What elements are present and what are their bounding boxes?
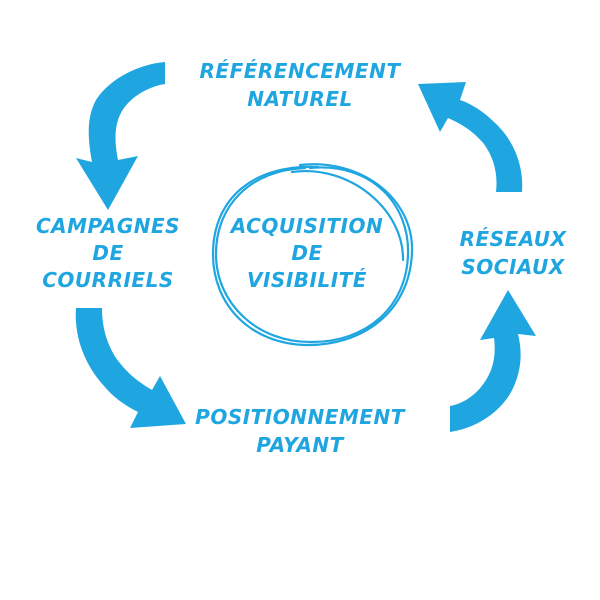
center-label-line-3: VISIBILITÉ (247, 268, 367, 292)
node-right-line-1: RÉSEAUX (460, 227, 568, 251)
center-circle (211, 163, 414, 347)
node-left-line-1: CAMPAGNES (36, 214, 180, 238)
node-left-line-3: COURRIELS (42, 268, 173, 292)
node-top-line-2: NATUREL (247, 87, 353, 111)
node-campagnes-de-courriels: CAMPAGNES DE COURRIELS (36, 214, 180, 292)
arrow-left-to-bottom-icon (75, 308, 186, 428)
node-referencement-naturel: RÉFÉRENCEMENT NATUREL (200, 59, 402, 111)
node-left-line-2: DE (92, 241, 123, 265)
node-bottom-line-2: PAYANT (256, 433, 344, 457)
node-right-line-2: SOCIAUX (461, 255, 565, 279)
node-bottom-line-1: POSITIONNEMENT (195, 405, 406, 429)
arrow-right-to-top-icon (418, 82, 523, 192)
node-top-line-1: RÉFÉRENCEMENT (200, 59, 402, 83)
node-reseaux-sociaux: RÉSEAUX SOCIAUX (460, 227, 568, 279)
center-label: ACQUISITION DE VISIBILITÉ (229, 214, 383, 292)
center-label-line-2: DE (291, 241, 322, 265)
center-label-line-1: ACQUISITION (229, 214, 383, 238)
arrow-bottom-to-right-icon (450, 290, 536, 432)
arrow-top-to-left-icon (76, 62, 165, 210)
node-positionnement-payant: POSITIONNEMENT PAYANT (195, 405, 406, 457)
